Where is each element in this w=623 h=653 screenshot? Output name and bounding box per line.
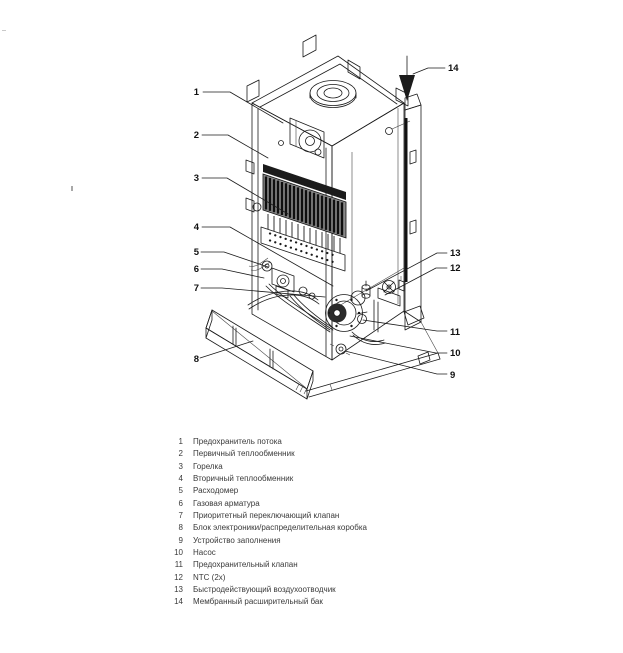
legend-item-label: Насос <box>193 548 216 558</box>
diverter-valve-assembly <box>378 276 404 306</box>
legend-item-label: Первичный теплообменник <box>193 449 295 459</box>
legend-item-number: 12 <box>174 572 183 582</box>
callout-numbers: 1 2 3 4 5 6 7 8 9 10 11 12 13 14 <box>194 63 461 381</box>
legend-item-number: 14 <box>174 597 183 607</box>
legend-item: 13 Быстродействующий воздухоотводчик <box>156 584 367 596</box>
callout-7: 7 <box>194 283 199 294</box>
legend-item-label: Горелка <box>193 461 223 471</box>
legend-item-label: Приоритетный переключающий клапан <box>193 511 340 521</box>
legend-item-number: 1 <box>178 437 183 446</box>
legend-item: 6 Газовая арматура <box>156 498 367 510</box>
expansion-tank-arrow <box>399 56 415 101</box>
scan-artifact <box>2 30 6 31</box>
callout-11: 11 <box>450 327 461 338</box>
filling-device <box>330 344 350 355</box>
ntc-sensor <box>399 280 404 291</box>
legend-item-number: 3 <box>178 461 183 471</box>
callout-6: 6 <box>194 264 199 275</box>
legend-item-label: Блок электроники/распределительная короб… <box>193 523 367 533</box>
legend-item-number: 4 <box>178 474 183 484</box>
callout-12: 12 <box>450 263 461 274</box>
heat-exchanger <box>263 164 346 238</box>
legend-item-label: NTC (2x) <box>193 572 226 582</box>
legend-item-number: 7 <box>178 511 183 521</box>
callout-10: 10 <box>450 348 461 359</box>
callout-4: 4 <box>194 222 200 233</box>
legend-item-number: 5 <box>178 486 183 496</box>
legend-item-number: 6 <box>178 498 183 508</box>
callout-14: 14 <box>448 63 459 74</box>
callout-1: 1 <box>194 87 200 98</box>
legend-item-number: 11 <box>174 560 183 570</box>
legend-item: 1 Предохранитель потока <box>156 436 367 448</box>
legend: 1 Предохранитель потока 2 Первичный теплоо… <box>156 436 367 609</box>
legend-item: 12 NTC (2x) <box>156 572 367 584</box>
legend-item-label: Предохранитель потока <box>193 437 282 446</box>
legend-item-number: 13 <box>174 585 183 595</box>
side-panel <box>404 94 424 330</box>
legend-item-label: Вторичный теплообменник <box>193 474 294 484</box>
legend-item: 14 Мембранный расширительный бак <box>156 596 367 608</box>
bottom-frame <box>306 322 440 397</box>
callout-5: 5 <box>194 247 200 258</box>
pump-assembly <box>326 291 366 332</box>
burner <box>249 214 345 271</box>
legend-item-number: 9 <box>178 535 183 545</box>
safety-valve <box>357 312 367 324</box>
box-clip <box>233 326 236 346</box>
callout-8: 8 <box>194 354 199 365</box>
legend-item-number: 2 <box>178 449 183 459</box>
callout-9: 9 <box>450 370 455 381</box>
hydraulic-pipes <box>248 284 385 345</box>
callout-13: 13 <box>450 248 461 259</box>
leader-lines <box>200 68 447 374</box>
fan-assembly <box>279 118 325 158</box>
legend-item-label: Устройство заполнения <box>193 535 281 545</box>
control-box <box>206 310 313 399</box>
legend-item: 9 Устройство заполнения <box>156 535 367 547</box>
legend-item: 5 Расходомер <box>156 485 367 497</box>
scan-artifact <box>71 186 73 191</box>
legend-item-number: 8 <box>178 523 183 533</box>
legend-item-label: Расходомер <box>193 486 239 496</box>
vent-slots <box>296 384 307 394</box>
legend-item: 8 Блок электроники/распределительная коро… <box>156 522 367 534</box>
legend-item: 4 Вторичный теплообменник <box>156 473 367 485</box>
legend-item-label: Мембранный расширительный бак <box>193 597 323 607</box>
legend-item-label: Быстродействующий воздухоотводчик <box>193 585 336 595</box>
callout-2: 2 <box>194 130 199 141</box>
legend-item-label: Предохранительный клапан <box>193 560 298 570</box>
callout-3: 3 <box>194 173 199 184</box>
down-arrow-icon <box>399 75 415 101</box>
legend-item: 11 Предохранительный клапан <box>156 559 367 571</box>
legend-item-label: Газовая арматура <box>193 498 260 508</box>
legend-item-number: 10 <box>174 548 183 558</box>
box-clip <box>270 349 273 369</box>
legend-item: 10 Насос <box>156 547 367 559</box>
flue-collar <box>310 81 356 108</box>
legend-item: 2 Первичный теплообменник <box>156 448 367 460</box>
legend-item: 7 Приоритетный переключающий клапан <box>156 510 367 522</box>
legend-item: 3 Горелка <box>156 461 367 473</box>
